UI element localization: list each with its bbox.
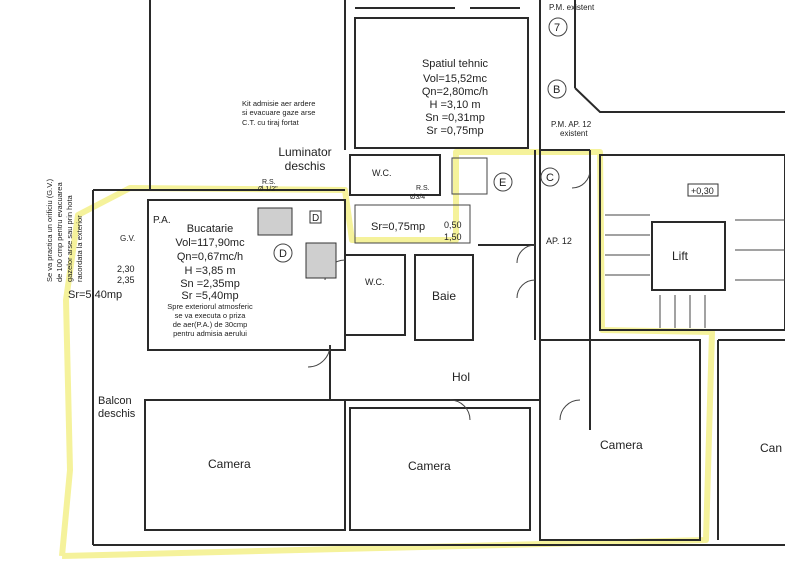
label-line: Sr =0,75mp bbox=[426, 125, 483, 137]
label-line: Kit admisie aer ardere bbox=[242, 99, 315, 108]
vertical-note: Se va practica un orificiu (G.V.) de 100… bbox=[45, 178, 84, 282]
label-line: Sn =0,31mp bbox=[425, 112, 485, 124]
sr-luminator-frac-bottom: 1,50 bbox=[444, 232, 462, 242]
label-line: de aer(P.A.) de 30cmp bbox=[173, 320, 248, 329]
label-line: Vol=117,90mc bbox=[175, 237, 245, 249]
label-line: se va executa o priza bbox=[175, 311, 247, 320]
rs-mid-diameter: Ø3/4" bbox=[410, 194, 428, 201]
rs-top-diameter: Ø 1/2" bbox=[258, 186, 278, 193]
label-line: deschis bbox=[285, 159, 326, 173]
label-line: Bucatarie bbox=[187, 223, 233, 235]
baie-label: Baie bbox=[432, 289, 456, 303]
marker-d: D bbox=[279, 248, 287, 260]
label-line: Spre exteriorul atmosferic bbox=[167, 302, 253, 311]
bucatarie-label: Bucatarie Vol=117,90mc Qn=0,67mc/h H =3,… bbox=[175, 223, 245, 302]
label-line: H =3,85 m bbox=[184, 265, 235, 277]
label-line: Qn=2,80mc/h bbox=[422, 86, 488, 98]
luminator-label: Luminator deschis bbox=[278, 145, 331, 173]
label-line: pentru admisia aerului bbox=[173, 329, 247, 338]
rs-mid-label: R.S. bbox=[416, 185, 430, 192]
sr-left-label: Sr=5,40mp bbox=[68, 289, 122, 301]
pm-ap12-existent-label: existent bbox=[560, 129, 588, 138]
label-line: Qn=0,67mc/h bbox=[177, 251, 243, 263]
spatiul-tehnic-label: Spatiul tehnic Vol=15,52mc Qn=2,80mc/h H… bbox=[422, 58, 489, 137]
label-line: Spatiul tehnic bbox=[422, 58, 489, 70]
kit-note: Kit admisie aer ardere si evacuare gaze … bbox=[242, 99, 315, 127]
pa-label: P.A. bbox=[153, 215, 171, 226]
marker-b: B bbox=[553, 84, 560, 96]
marker-d-box bbox=[309, 210, 322, 224]
marker-7: 7 bbox=[554, 22, 560, 34]
camera-2-label: Camera bbox=[408, 459, 451, 473]
marker-d-circle bbox=[273, 243, 293, 263]
stove-icon bbox=[257, 207, 293, 236]
bucatarie-note: Spre exteriorul atmosferic se va executa… bbox=[167, 302, 253, 338]
label-line: Sn =2,35mp bbox=[180, 278, 240, 290]
level-label: +0,30 bbox=[691, 186, 714, 196]
wc-top-label: W.C. bbox=[372, 168, 392, 178]
pm-existent-label: P.M. existent bbox=[549, 3, 595, 12]
frac-top: 2,30 bbox=[117, 264, 135, 274]
boiler-icon bbox=[305, 242, 337, 279]
pm-ap12-label: P.M. AP. 12 bbox=[551, 120, 592, 129]
label-line: Sr =5,40mp bbox=[181, 290, 238, 302]
label-line: H =3,10 m bbox=[429, 99, 480, 111]
walls bbox=[92, 0, 785, 546]
gv-label: G.V. bbox=[120, 234, 135, 243]
marker-b-circle bbox=[547, 79, 567, 99]
label-line: gazelor arse sau prin hota bbox=[65, 194, 74, 282]
hol-label: Hol bbox=[452, 370, 470, 384]
wc-bottom-label: W.C. bbox=[365, 277, 385, 287]
marker-c: C bbox=[546, 172, 554, 184]
rs-top-label: R.S. bbox=[262, 179, 276, 186]
label-line: Luminator bbox=[278, 145, 331, 159]
marker-e: E bbox=[499, 177, 506, 189]
marker-c-circle bbox=[540, 167, 560, 187]
marker-7-circle bbox=[548, 17, 568, 37]
marker-e-circle bbox=[493, 172, 513, 192]
camera-1-label: Camera bbox=[208, 457, 251, 471]
lift-label: Lift bbox=[672, 249, 689, 263]
marker-d-box-label: D bbox=[312, 213, 319, 224]
camera-3-label: Camera bbox=[600, 438, 643, 452]
label-line: C.T. cu tiraj fortat bbox=[242, 118, 300, 127]
balcon-label: Balcon bbox=[98, 395, 132, 407]
label-line: racordata la exterior bbox=[75, 215, 84, 282]
level-box bbox=[687, 183, 719, 197]
ap12-label: AP. 12 bbox=[546, 236, 572, 246]
camera-4-label: Can bbox=[760, 441, 782, 455]
label-line: Se va practica un orificiu (G.V.) bbox=[45, 178, 54, 282]
sr-luminator-frac-top: 0,50 bbox=[444, 220, 462, 230]
frac-bottom: 2,35 bbox=[117, 275, 135, 285]
label-line: Vol=15,52mc bbox=[423, 73, 487, 85]
label-line: si evacuare gaze arse bbox=[242, 108, 315, 117]
balcon-label-2: deschis bbox=[98, 408, 136, 420]
label-line: de 100 cmp pentru evacuarea bbox=[55, 182, 64, 282]
apartment-highlight bbox=[59, 149, 715, 559]
sr-luminator-label: Sr=0,75mp bbox=[371, 221, 425, 233]
